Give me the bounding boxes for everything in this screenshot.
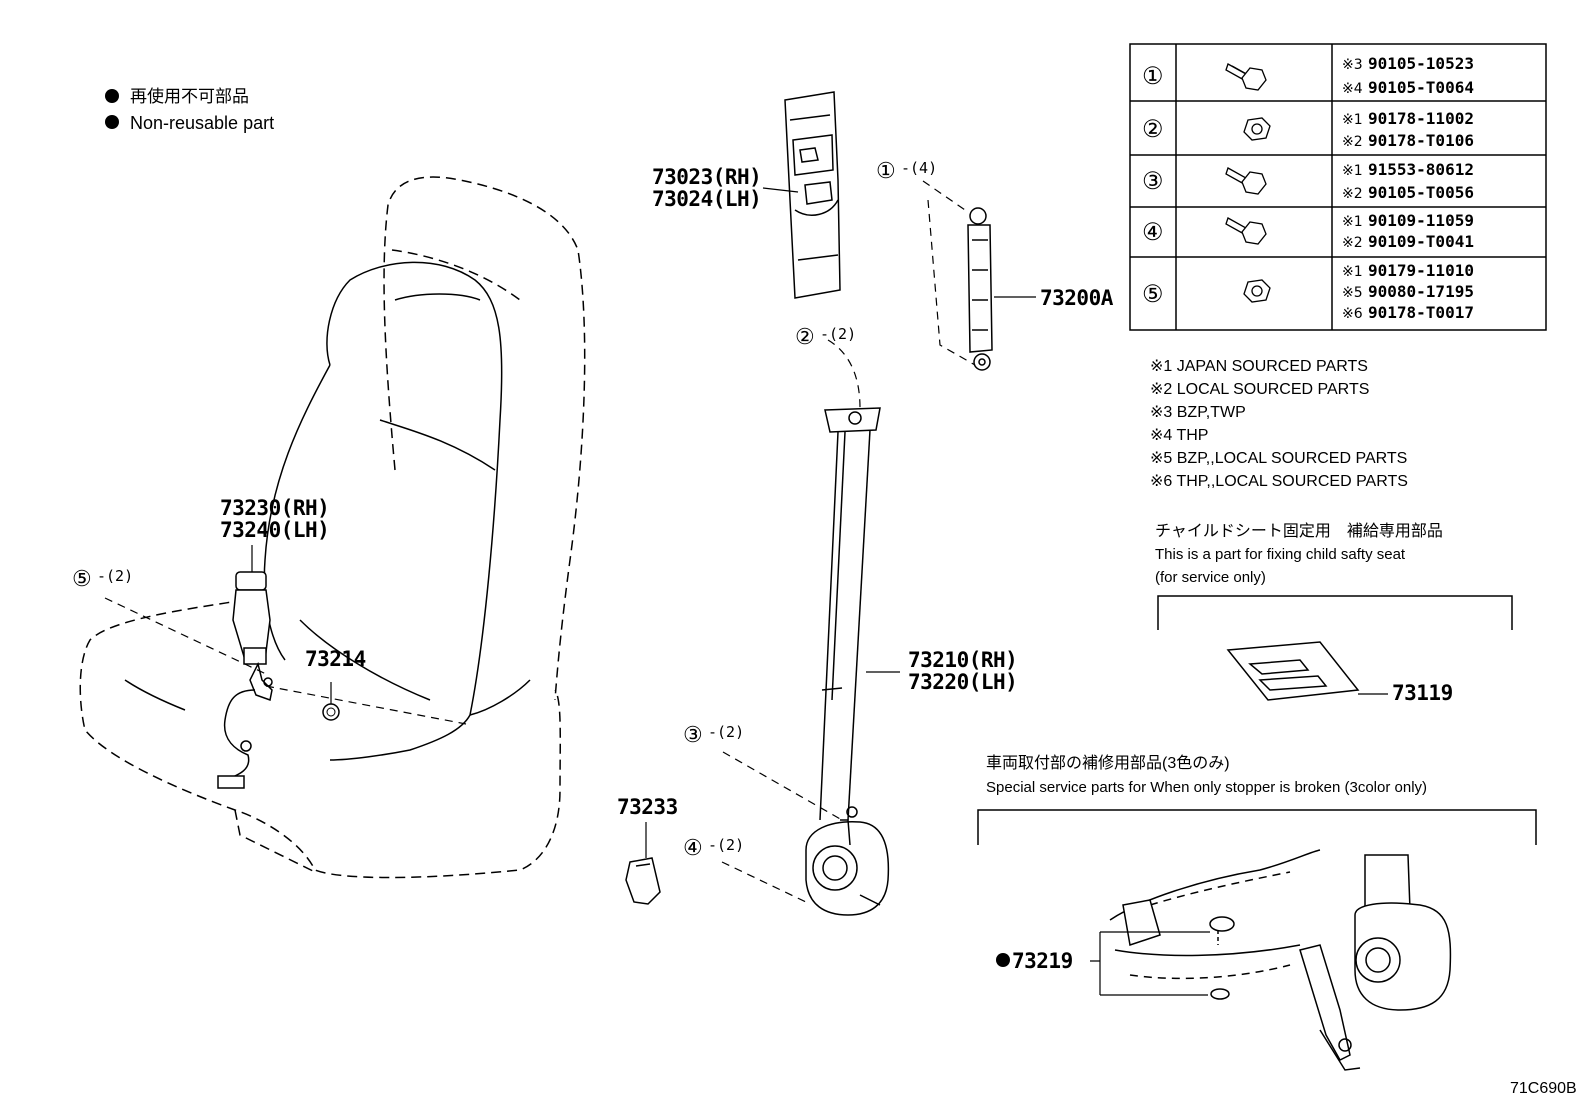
- svg-text:90105-T0064: 90105-T0064: [1368, 78, 1474, 97]
- nut-icon: [1243, 279, 1271, 303]
- callout-1-num: ①: [876, 158, 896, 183]
- buckle-assembly: [217, 571, 273, 789]
- svg-text:※1: ※1: [1342, 264, 1363, 280]
- label-child-plate: 73119: [1392, 681, 1453, 705]
- callout-3-num: ③: [683, 722, 703, 747]
- seat-outline: [79, 176, 586, 879]
- svg-text:90105-T0056: 90105-T0056: [1368, 183, 1474, 202]
- anchor-part: [967, 207, 993, 371]
- label-buckle-lh: 73240(LH): [220, 518, 329, 542]
- svg-text:※1: ※1: [1342, 163, 1363, 179]
- footnote-5: ※5 BZP,,LOCAL SOURCED PARTS: [1150, 450, 1407, 467]
- label-stopper: 73219: [1012, 949, 1073, 973]
- svg-text:90179-11010: 90179-11010: [1368, 261, 1474, 280]
- legend-en: Non-reusable part: [130, 113, 274, 133]
- label-clip: 73214: [305, 647, 366, 671]
- illustration-id: 71C690B: [1510, 1080, 1577, 1097]
- label-buckle-rh: 73230(RH): [220, 496, 329, 520]
- table-row-3-num: ③: [1142, 168, 1164, 195]
- footnote-2: ※2 LOCAL SOURCED PARTS: [1150, 381, 1369, 398]
- svg-text:90178-T0106: 90178-T0106: [1368, 131, 1474, 150]
- svg-text:90178-11002: 90178-11002: [1368, 109, 1474, 128]
- dashed-leaders: [104, 180, 976, 903]
- legend: 再使用不可部品 Non-reusable part: [105, 86, 274, 133]
- bullet-icon: [105, 115, 119, 129]
- svg-text:90109-11059: 90109-11059: [1368, 211, 1474, 230]
- footnote-4: ※4 THP: [1150, 427, 1208, 444]
- bolt-icon: [1225, 167, 1267, 195]
- callout-5-qty: -(2): [97, 567, 133, 585]
- footnotes: ※1 JAPAN SOURCED PARTS ※2 LOCAL SOURCED …: [1150, 358, 1408, 490]
- footnote-6: ※6 THP,,LOCAL SOURCED PARTS: [1150, 473, 1408, 490]
- bolt-icon: [1225, 217, 1267, 245]
- svg-text:※2: ※2: [1342, 134, 1363, 150]
- label-belt-rh: 73210(RH): [908, 648, 1017, 672]
- label-belt-lh: 73220(LH): [908, 670, 1017, 694]
- legend-jp: 再使用不可部品: [130, 86, 249, 106]
- seat-solid-contours: [124, 261, 531, 761]
- label-cover: 73233: [617, 795, 678, 819]
- garnish-part: [784, 91, 841, 299]
- bolt-icon: [1225, 63, 1267, 91]
- table-codes: ※3 90105-10523 ※4 90105-T0064 ※1 90178-1…: [1342, 54, 1474, 322]
- child-seat-line1: This is a part for fixing child safty se…: [1155, 546, 1406, 563]
- callout-4-qty: -(2): [708, 836, 744, 854]
- cover-part: [625, 857, 661, 905]
- svg-text:※1: ※1: [1342, 112, 1363, 128]
- table-row-1-num: ①: [1142, 63, 1164, 90]
- non-reusable-bullet-icon: [996, 953, 1010, 967]
- seatbelt-assembly: [805, 407, 890, 916]
- table-row-4-num: ④: [1142, 219, 1164, 246]
- svg-text:90109-T0041: 90109-T0041: [1368, 232, 1474, 251]
- svg-text:90080-17195: 90080-17195: [1368, 282, 1474, 301]
- callout-3-qty: -(2): [708, 723, 744, 741]
- child-seat-line2: (for service only): [1155, 569, 1266, 586]
- clip-part: [322, 703, 340, 721]
- svg-text:※3: ※3: [1342, 57, 1363, 73]
- fastener-table: ① ② ③ ④ ⑤: [1129, 43, 1547, 331]
- child-seat-title-jp: チャイルドシート固定用 補給専用部品: [1155, 522, 1443, 540]
- svg-text:91553-80612: 91553-80612: [1368, 160, 1474, 179]
- svg-text:※6: ※6: [1342, 306, 1363, 322]
- callout-5-num: ⑤: [72, 566, 92, 591]
- child-seat-plate: [1226, 641, 1360, 701]
- svg-text:90105-10523: 90105-10523: [1368, 54, 1474, 73]
- callout-4-num: ④: [683, 835, 703, 860]
- stopper-title-en: Special service parts for When only stop…: [986, 779, 1427, 796]
- callouts: ① -(4) ② -(2) ③ -(2) ④ -(2) ⑤ -(2): [72, 158, 937, 860]
- bullet-icon: [105, 89, 119, 103]
- callout-2-qty: -(2): [820, 325, 856, 343]
- svg-text:※1: ※1: [1342, 214, 1363, 230]
- svg-text:90178-T0017: 90178-T0017: [1368, 303, 1474, 322]
- callout-1-qty: -(4): [901, 159, 937, 177]
- svg-text:※2: ※2: [1342, 235, 1363, 251]
- child-seat-section: チャイルドシート固定用 補給専用部品 This is a part for fi…: [1155, 522, 1513, 630]
- leader-lines: [251, 187, 1388, 996]
- stopper-section: 車両取付部の補修用部品(3色のみ) Special service parts …: [977, 754, 1537, 845]
- stopper-detail: [1109, 849, 1452, 1071]
- footnote-1: ※1 JAPAN SOURCED PARTS: [1150, 358, 1368, 375]
- callout-2-num: ②: [795, 324, 815, 349]
- footnote-3: ※3 BZP,TWP: [1150, 404, 1246, 421]
- svg-text:※4: ※4: [1342, 81, 1363, 97]
- stopper-title-jp: 車両取付部の補修用部品(3色のみ): [986, 754, 1230, 772]
- svg-text:※2: ※2: [1342, 186, 1363, 202]
- part-labels: 73023(RH) 73024(LH) 73200A 73210(RH) 732…: [220, 165, 1453, 973]
- nut-icon: [1243, 117, 1271, 141]
- table-row-2-num: ②: [1142, 116, 1164, 143]
- svg-text:※5: ※5: [1342, 285, 1363, 301]
- label-anchor: 73200A: [1040, 286, 1114, 310]
- table-row-5-num: ⑤: [1142, 281, 1164, 308]
- label-garnish-lh: 73024(LH): [652, 187, 761, 211]
- label-garnish-rh: 73023(RH): [652, 165, 761, 189]
